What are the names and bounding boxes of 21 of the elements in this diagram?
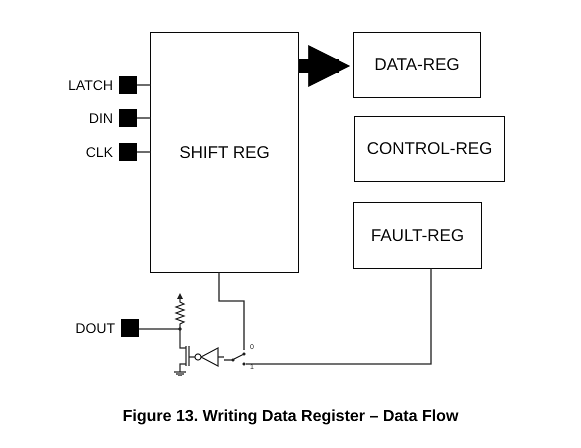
wire xyxy=(137,84,150,86)
pin-label: CLK xyxy=(86,144,113,160)
wire xyxy=(139,328,166,330)
pin-label: LATCH xyxy=(68,77,113,93)
pin-label: DIN xyxy=(88,110,113,126)
wire xyxy=(218,273,245,350)
register-box xyxy=(353,32,481,98)
wire xyxy=(224,359,230,361)
pin-label: DOUT xyxy=(75,320,115,336)
figure-caption: Figure 13. Writing Data Register – Data Flow xyxy=(122,408,460,426)
register-box xyxy=(354,116,505,182)
register-label: SHIFT REG xyxy=(179,142,270,162)
register-label: DATA-REG xyxy=(374,55,460,75)
register-label: CONTROL-REG xyxy=(366,139,492,159)
register-box xyxy=(353,202,482,269)
register-box xyxy=(150,32,299,273)
wire xyxy=(246,269,432,365)
register-label: FAULT-REG xyxy=(370,226,464,246)
block-arrow xyxy=(299,45,350,87)
wire xyxy=(137,151,150,153)
wire xyxy=(137,117,150,119)
